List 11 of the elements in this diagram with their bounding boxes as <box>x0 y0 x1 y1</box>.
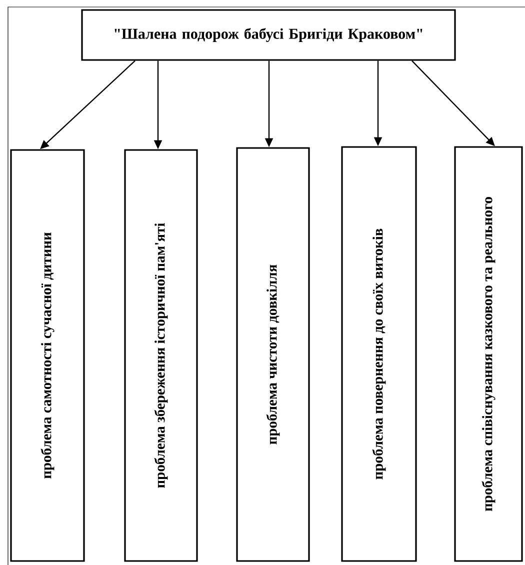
problem-text: проблема повернення до своїх витоків <box>372 228 386 480</box>
problem-box <box>236 147 310 562</box>
title-box: "Шалена подорож бабусі Бригіди Краковом" <box>81 9 456 61</box>
problem-text: проблема збереження історичної пам'яті <box>154 222 168 488</box>
problem-box <box>341 146 417 562</box>
problem-box <box>124 149 198 562</box>
problem-box <box>454 146 523 562</box>
problem-text: проблема чистоти довкілля <box>266 264 280 444</box>
problem-box <box>10 149 85 562</box>
problem-text: проблема самотності сучасної дитини <box>40 232 54 479</box>
problem-text: проблема співіснування казкового та реального <box>482 197 496 512</box>
